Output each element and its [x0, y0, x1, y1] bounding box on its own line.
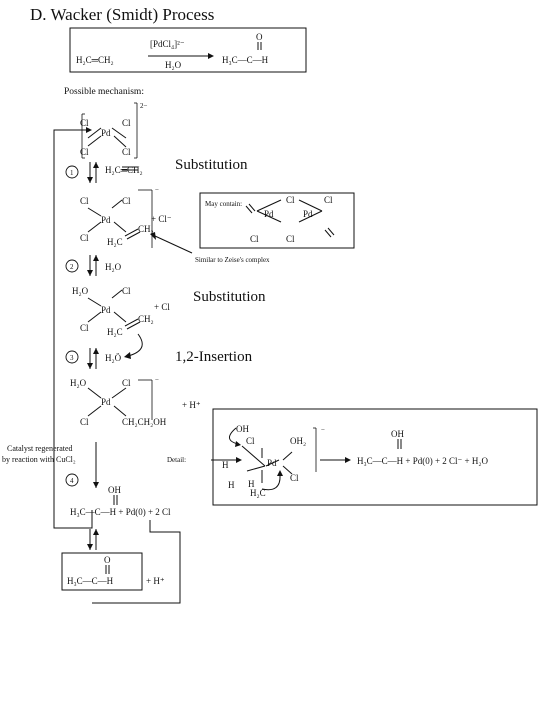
atom-label-h2c: H₂C — [107, 327, 123, 337]
atom-label-cl: Cl — [122, 378, 131, 388]
overall-catalyst-top: [PdCl₄]²⁻ — [150, 39, 185, 49]
atom-label-charge1: − — [155, 186, 159, 194]
atom-label-h: H — [222, 460, 229, 470]
overall-product-o: O — [256, 32, 263, 42]
step-4-number: 4 — [70, 477, 74, 485]
atom-label-cl: Cl — [80, 233, 89, 243]
atom-label-pd: Pd — [101, 305, 111, 315]
atom-label-cl: Cl — [80, 118, 89, 128]
atom-label-ch2ch2oh: CH₂CH₂OH — [122, 417, 167, 427]
atom-label-pd: Pd — [264, 209, 274, 219]
atom-label-oh: OH — [108, 485, 121, 495]
final-product-box — [61, 552, 143, 591]
catalyst-regenerated-label-2: by reaction with CuCl₂ — [2, 455, 76, 464]
may-contain-label: May contain: — [205, 200, 242, 208]
atom-label-cl: Cl — [122, 286, 131, 296]
atom-label-pd: Pd — [101, 397, 111, 407]
atom-label-h2o: H₂O — [70, 378, 87, 388]
atom-label-oh: OH — [236, 424, 249, 434]
atom-label-cl: Cl — [122, 196, 131, 206]
may-contain-box — [199, 192, 355, 249]
detail-label: Detail: — [167, 456, 186, 464]
atom-label-cl: Cl — [80, 417, 89, 427]
overall-product: H₃C—C—H — [222, 55, 269, 65]
atom-label-h2c: H₂C — [250, 488, 266, 498]
atom-label-cl: Cl — [122, 147, 131, 157]
atom-label-pd: Pd — [101, 215, 111, 225]
atom-label-charge1: − — [321, 426, 325, 434]
page-title: D. Wacker (Smidt) Process — [30, 5, 215, 24]
cycle-return-line — [53, 129, 93, 529]
annotation-substitution-2: Substitution — [193, 289, 266, 305]
catalyst-regenerated-label: Catalyst regenerated — [7, 444, 73, 453]
atom-label-cl: Cl — [286, 234, 295, 244]
water-attack: H₂Ö — [105, 353, 122, 363]
atom-label-o: O — [104, 555, 111, 565]
final-product: H₃C—C—H — [67, 576, 114, 586]
atom-label-pd: Pd — [303, 209, 313, 219]
overall-reactant: H₂C═CH₂ — [76, 55, 114, 65]
proton-released: + H⁺ — [182, 400, 201, 410]
chloride-released-2: + Cl — [154, 302, 170, 312]
overall-catalyst-bottom: H₂O — [165, 60, 182, 70]
atom-label-pd: Pd — [267, 458, 277, 468]
step-1-number: 1 — [70, 169, 74, 177]
atom-label-cl: Cl — [324, 195, 333, 205]
atom-label-cl: Cl — [122, 118, 131, 128]
atom-label-ch2: CH₂ — [138, 314, 154, 324]
annotation-insertion: 1,2-Insertion — [175, 349, 253, 365]
atom-label-cl: Cl — [80, 147, 89, 157]
atom-label-ch2: CH₂ — [138, 224, 154, 234]
atom-label-cl: Cl — [286, 195, 295, 205]
atom-label-cl: Cl — [290, 473, 299, 483]
possible-mechanism-label: Possible mechanism: — [64, 87, 144, 97]
atom-label-cl: Cl — [80, 196, 89, 206]
enol-product: H₃C—C—H + Pd(0) + 2 Cl — [70, 507, 171, 517]
step-2-circle — [65, 259, 79, 273]
atom-label-oh2: OH₂ — [290, 436, 306, 446]
atom-label-h2c: H₂C — [107, 237, 123, 247]
atom-label-h2o: H₂O — [72, 286, 89, 296]
overall-reaction-box — [69, 27, 307, 73]
atom-label-charge1: − — [155, 376, 159, 384]
zeise-note: Similar to Zeise's complex — [195, 256, 270, 264]
atom-label-cl: Cl — [246, 436, 255, 446]
step-2-number: 2 — [70, 263, 74, 271]
atom-label-h: H — [248, 479, 255, 489]
atom-label-cl: Cl — [80, 323, 89, 333]
atom-label-pd: Pd — [101, 128, 111, 138]
step-1-circle — [65, 165, 79, 179]
detail-box — [212, 408, 538, 506]
step-3-circle — [65, 350, 79, 364]
atom-label-cl: Cl — [250, 234, 259, 244]
final-proton: + H⁺ — [146, 576, 165, 586]
step-4-circle — [65, 473, 79, 487]
water-reagent: H₂O — [105, 262, 122, 272]
chloride-released: + Cl⁻ — [151, 214, 172, 224]
detail-product: H₃C—C—H + Pd(0) + 2 Cl⁻ + H₂O — [357, 456, 489, 466]
atom-label-oh: OH — [391, 429, 404, 439]
atom-label-h: H — [228, 480, 235, 490]
step-3-number: 3 — [70, 354, 74, 362]
atom-label-charge2: 2− — [140, 102, 148, 110]
annotation-substitution-1: Substitution — [175, 157, 248, 173]
ethylene-reagent: H₂C═CH₂ — [105, 165, 143, 175]
